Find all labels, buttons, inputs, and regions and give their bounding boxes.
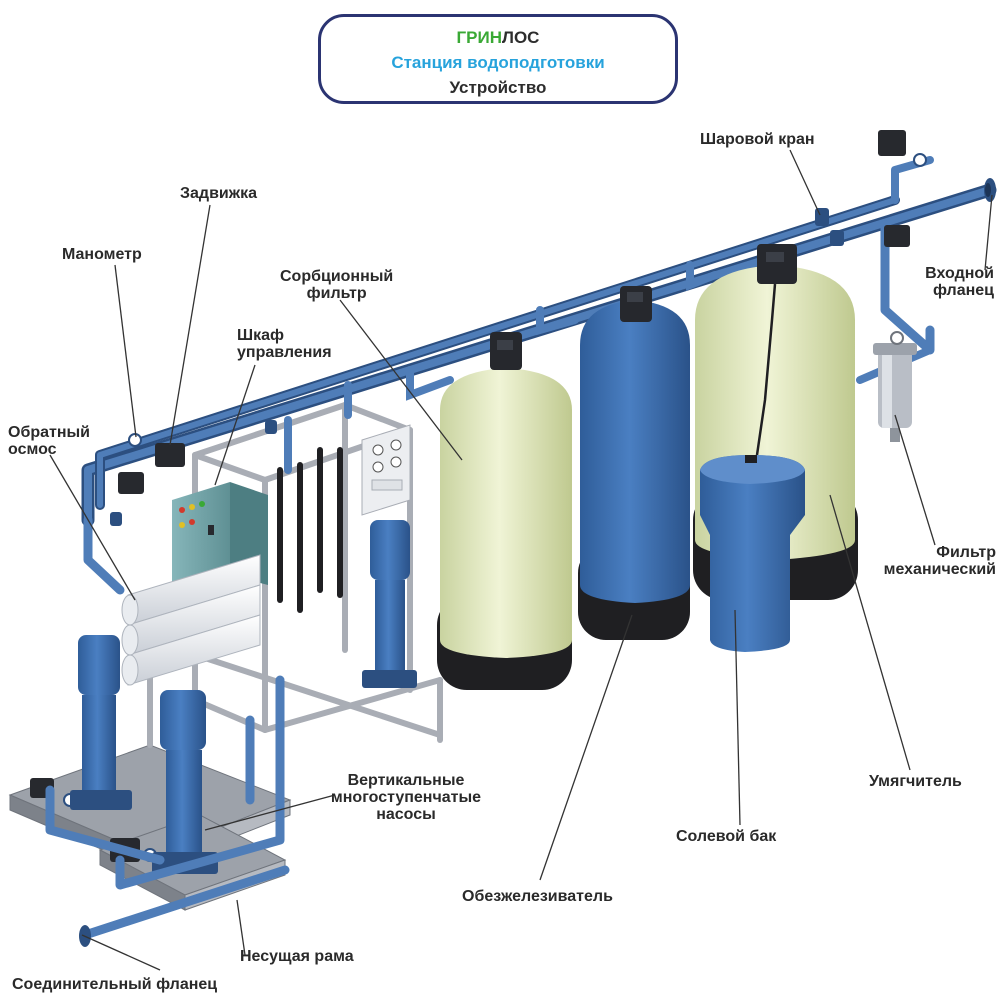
label-control-cabinet: Шкаф управления <box>237 327 332 361</box>
label-inlet-flange-line2: фланец <box>932 282 994 299</box>
section-title: Устройство <box>449 78 547 97</box>
control-cabinet <box>172 482 268 593</box>
ro-membranes <box>121 554 261 686</box>
label-sorption-filter-line2: фильтр <box>306 285 367 302</box>
label-reverse-osmosis: Обратный осмос <box>8 424 90 458</box>
sorption-filter-vessel <box>437 368 572 690</box>
instrument-panel <box>361 424 411 516</box>
label-mechanical-filter-line1: Фильтр <box>936 544 996 561</box>
brand-green-part: ГРИН <box>456 28 503 47</box>
label-vertical-pumps-line2: многоступенчатые <box>330 789 482 806</box>
label-mechanical-filter-line2: механический <box>883 561 996 578</box>
label-manometer: Манометр <box>62 246 142 263</box>
label-iron-remover: Обезжелезиватель <box>462 888 613 905</box>
subtitle: Станция водоподготовки <box>391 53 605 72</box>
label-gate-valve: Задвижка <box>180 185 257 202</box>
salt-tank <box>700 455 805 652</box>
label-reverse-osmosis-line1: Обратный <box>8 424 90 441</box>
brand-name: ГРИНЛОС <box>321 25 675 50</box>
title-box: ГРИНЛОС Станция водоподготовки Устройств… <box>318 14 678 104</box>
label-sorption-filter: Сорбционный фильтр <box>280 268 393 302</box>
iron-remover-vessel <box>578 300 690 640</box>
leader-lines <box>49 149 993 971</box>
vessel-control-heads <box>490 244 797 370</box>
label-sorption-filter-line1: Сорбционный <box>280 268 394 285</box>
label-vertical-pumps-line1: Вертикальные <box>347 772 465 789</box>
inlet-flange <box>984 178 996 202</box>
label-inlet-flange: Входной фланец <box>910 265 994 299</box>
label-ball-valve: Шаровой кран <box>700 131 815 148</box>
brine-line <box>755 283 777 456</box>
label-mechanical-filter: Фильтр механический <box>870 544 996 578</box>
mechanical-filter <box>873 331 917 442</box>
label-connecting-flange: Соединительный фланец <box>12 976 218 993</box>
label-control-cabinet-line2: управления <box>237 344 332 361</box>
label-vertical-pumps: Вертикальные многоступенчатые насосы <box>326 772 486 823</box>
label-control-cabinet-line1: Шкаф <box>237 327 284 344</box>
label-salt-tank: Солевой бак <box>676 828 777 845</box>
brand-dark-part: ЛОС <box>502 28 540 47</box>
lower-piping <box>45 675 290 940</box>
label-vertical-pumps-line3: насосы <box>376 806 436 823</box>
label-inlet-flange-line1: Входной <box>925 265 994 282</box>
label-reverse-osmosis-line2: осмос <box>8 441 57 458</box>
label-softener: Умягчитель <box>869 773 962 790</box>
label-support-frame: Несущая рама <box>240 948 354 965</box>
ro-hoses <box>277 447 343 613</box>
vessel-connection-pipes <box>284 261 719 474</box>
